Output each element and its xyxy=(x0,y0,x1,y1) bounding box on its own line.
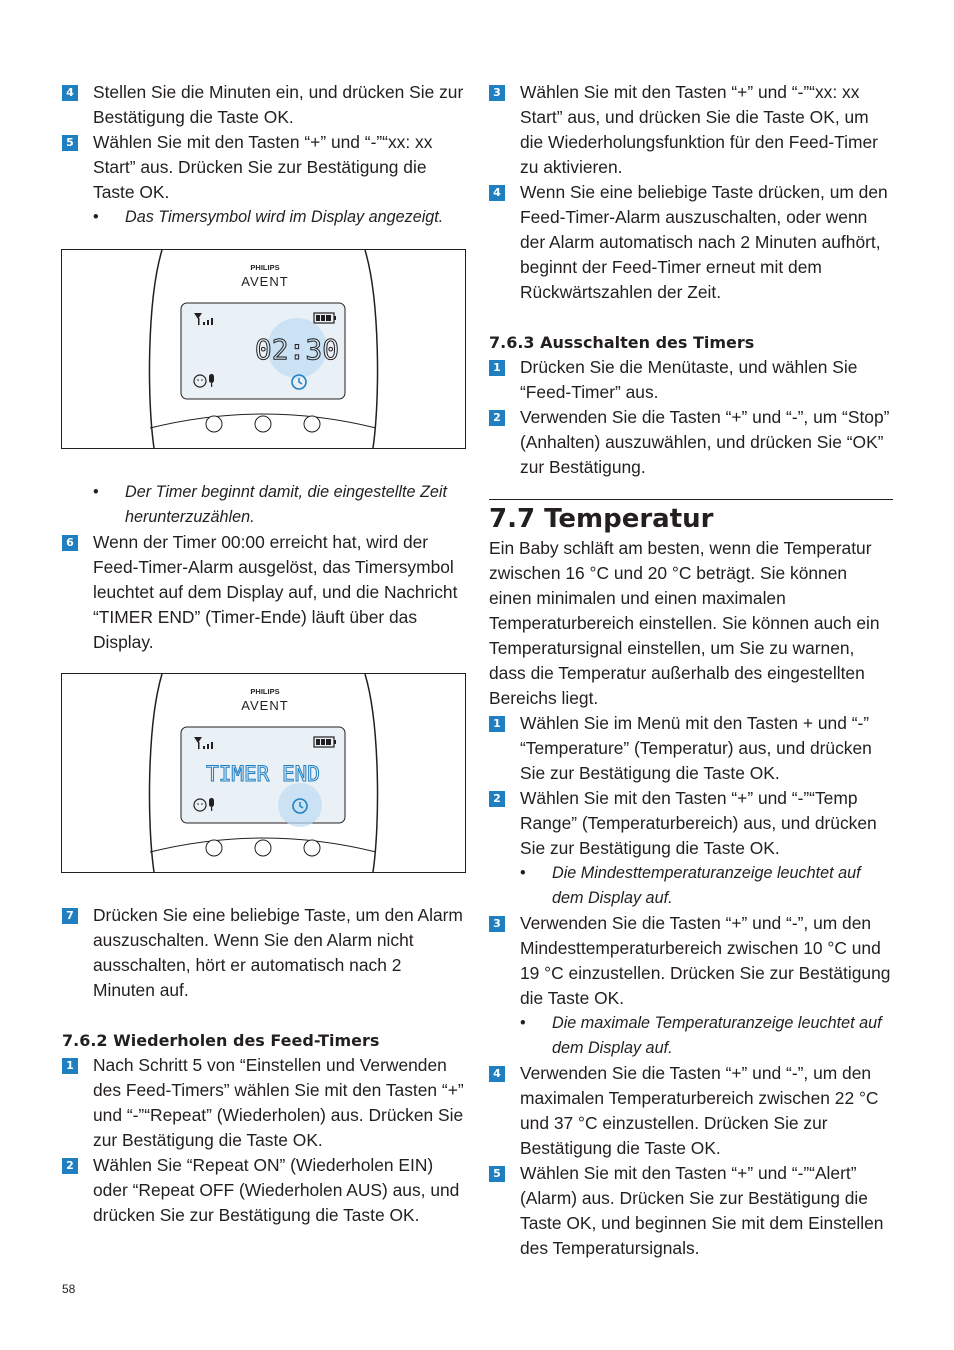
repeat-step-3: 3 Wählen Sie mit den Tasten “+” und “-”“… xyxy=(489,80,893,180)
note-min-temp: • Die Mindesttemperaturanzeige leuchtet … xyxy=(489,861,893,911)
display-time: 02:30 xyxy=(255,333,339,366)
timer-icon xyxy=(291,374,307,390)
temp-step-4: 4 Verwenden Sie die Tasten “+” und “-”, … xyxy=(489,1061,893,1161)
bullet-dot: • xyxy=(93,483,99,501)
step-number: 5 xyxy=(489,1166,505,1182)
brand-avent: AVENT xyxy=(241,698,288,713)
left-column-middle: • Der Timer beginnt damit, die eingestel… xyxy=(62,480,466,655)
note-max-temp: • Die maximale Temperaturanzeige leuchte… xyxy=(489,1011,893,1061)
battery-icon xyxy=(313,312,336,324)
step-number: 3 xyxy=(489,916,505,932)
step-text: Wenn Sie eine beliebige Taste drücken, u… xyxy=(520,182,888,302)
step-text: Drücken Sie die Menütaste, und wählen Si… xyxy=(520,357,858,402)
brand-avent: AVENT xyxy=(241,274,288,289)
note-timer-countdown: • Der Timer beginnt damit, die eingestel… xyxy=(62,480,466,530)
device-button xyxy=(205,415,223,433)
repeat-step-4: 4 Wenn Sie eine beliebige Taste drücken,… xyxy=(489,180,893,305)
step-6: 6 Wenn der Timer 00:00 erreicht hat, wir… xyxy=(62,530,466,655)
step-text: Nach Schritt 5 von “Einstellen und Verwe… xyxy=(93,1055,464,1150)
device-button xyxy=(303,415,321,433)
baby-face-icon xyxy=(193,374,207,388)
step-number: 1 xyxy=(62,1058,78,1074)
note-timer-symbol: • Das Timersymbol wird im Display angeze… xyxy=(62,205,466,230)
right-column: 3 Wählen Sie mit den Tasten “+” und “-”“… xyxy=(489,80,893,1261)
step-text: Wählen Sie mit den Tasten “+” und “-”“xx… xyxy=(93,132,433,202)
step-text: Drücken Sie eine beliebige Taste, um den… xyxy=(93,905,463,1000)
step-number: 2 xyxy=(489,791,505,807)
baby-face-icon xyxy=(193,798,207,812)
temp-step-3: 3 Verwenden Sie die Tasten “+” und “-”, … xyxy=(489,911,893,1011)
bullet-dot: • xyxy=(520,1014,526,1032)
step-number: 4 xyxy=(489,1066,505,1082)
baby-monitor-illustration: PHILIPS AVENT 02:30 xyxy=(148,249,379,449)
step-4: 4 Stellen Sie die Minuten ein, und drück… xyxy=(62,80,466,130)
bullet-dot: • xyxy=(520,864,526,882)
left-column-bottom: 7 Drücken Sie eine beliebige Taste, um d… xyxy=(62,903,466,1228)
bullet-dot: • xyxy=(93,208,99,226)
heading-7-7: 7.7 Temperatur xyxy=(489,504,714,534)
device-button xyxy=(303,839,321,857)
step-text: Verwenden Sie die Tasten “+” und “-”, um… xyxy=(520,407,890,477)
step-text: Wenn der Timer 00:00 erreicht hat, wird … xyxy=(93,532,458,652)
step-number: 1 xyxy=(489,716,505,732)
display-message: TIMER END xyxy=(206,762,320,786)
step-text: Verwenden Sie die Tasten “+” und “-”, um… xyxy=(520,1063,879,1158)
battery-icon xyxy=(313,736,336,748)
step-7: 7 Drücken Sie eine beliebige Taste, um d… xyxy=(62,903,466,1003)
baby-monitor-illustration: PHILIPS AVENT TIMER END xyxy=(148,673,379,873)
repeat-step-1: 1 Nach Schritt 5 von “Einstellen und Ver… xyxy=(62,1053,466,1153)
device-button xyxy=(254,415,272,433)
glow xyxy=(267,318,327,378)
device-button xyxy=(205,839,223,857)
microphone-icon xyxy=(209,798,214,811)
step-text: Wählen Sie mit den Tasten “+” und “-”“Al… xyxy=(520,1163,884,1258)
temperature-intro: Ein Baby schläft am besten, wenn die Tem… xyxy=(489,538,880,708)
temp-step-5: 5 Wählen Sie mit den Tasten “+” und “-”“… xyxy=(489,1161,893,1261)
figure-timer-countdown: PHILIPS AVENT 02:30 xyxy=(61,249,466,449)
page-number: 58 xyxy=(62,1282,76,1296)
note-text: Das Timersymbol wird im Display angezeig… xyxy=(125,208,444,226)
microphone-icon xyxy=(209,374,214,387)
step-text: Stellen Sie die Minuten ein, und drücken… xyxy=(93,82,464,127)
step-text: Verwenden Sie die Tasten “+” und “-”, um… xyxy=(520,913,891,1008)
step-text: Wählen Sie mit den Tasten “+” und “-”“Te… xyxy=(520,788,877,858)
step-text: Wählen Sie “Repeat ON” (Wiederholen EIN)… xyxy=(93,1155,460,1225)
step-number: 4 xyxy=(489,185,505,201)
note-text: Die Mindesttemperaturanzeige leuchtet au… xyxy=(552,864,861,907)
step-number: 7 xyxy=(62,908,78,924)
step-text: Wählen Sie im Menü mit den Tasten + und … xyxy=(520,713,872,783)
temp-step-1: 1 Wählen Sie im Menü mit den Tasten + un… xyxy=(489,711,893,786)
step-number: 3 xyxy=(489,85,505,101)
section-7-7: 7.7 Temperatur Ein Baby schläft am beste… xyxy=(489,499,893,1261)
off-step-1: 1 Drücken Sie die Menütaste, und wählen … xyxy=(489,355,893,405)
heading-7-6-2: 7.6.2 Wiederholen des Feed-Timers xyxy=(62,1031,380,1050)
temp-step-2: 2 Wählen Sie mit den Tasten “+” und “-”“… xyxy=(489,786,893,861)
step-number: 4 xyxy=(62,85,78,101)
step-5: 5 Wählen Sie mit den Tasten “+” und “-”“… xyxy=(62,130,466,205)
note-text: Die maximale Temperaturanzeige leuchtet … xyxy=(552,1014,882,1057)
step-number: 2 xyxy=(62,1158,78,1174)
device-button xyxy=(254,839,272,857)
left-column: 4 Stellen Sie die Minuten ein, und drück… xyxy=(62,80,466,230)
signal-icon xyxy=(194,313,213,325)
signal-icon xyxy=(194,737,213,749)
repeat-step-2: 2 Wählen Sie “Repeat ON” (Wiederholen EI… xyxy=(62,1153,466,1228)
step-number: 2 xyxy=(489,410,505,426)
brand-philips: PHILIPS xyxy=(250,687,279,696)
step-number: 5 xyxy=(62,135,78,151)
step-text: Wählen Sie mit den Tasten “+” und “-”“xx… xyxy=(520,82,878,177)
note-text: Der Timer beginnt damit, die eingestellt… xyxy=(125,483,447,526)
step-number: 1 xyxy=(489,360,505,376)
heading-7-6-3: 7.6.3 Ausschalten des Timers xyxy=(489,333,755,352)
step-number: 6 xyxy=(62,535,78,551)
off-step-2: 2 Verwenden Sie die Tasten “+” und “-”, … xyxy=(489,405,893,480)
timer-icon xyxy=(292,798,308,814)
figure-timer-end: PHILIPS AVENT TIMER END xyxy=(61,673,466,873)
brand-philips: PHILIPS xyxy=(250,263,279,272)
